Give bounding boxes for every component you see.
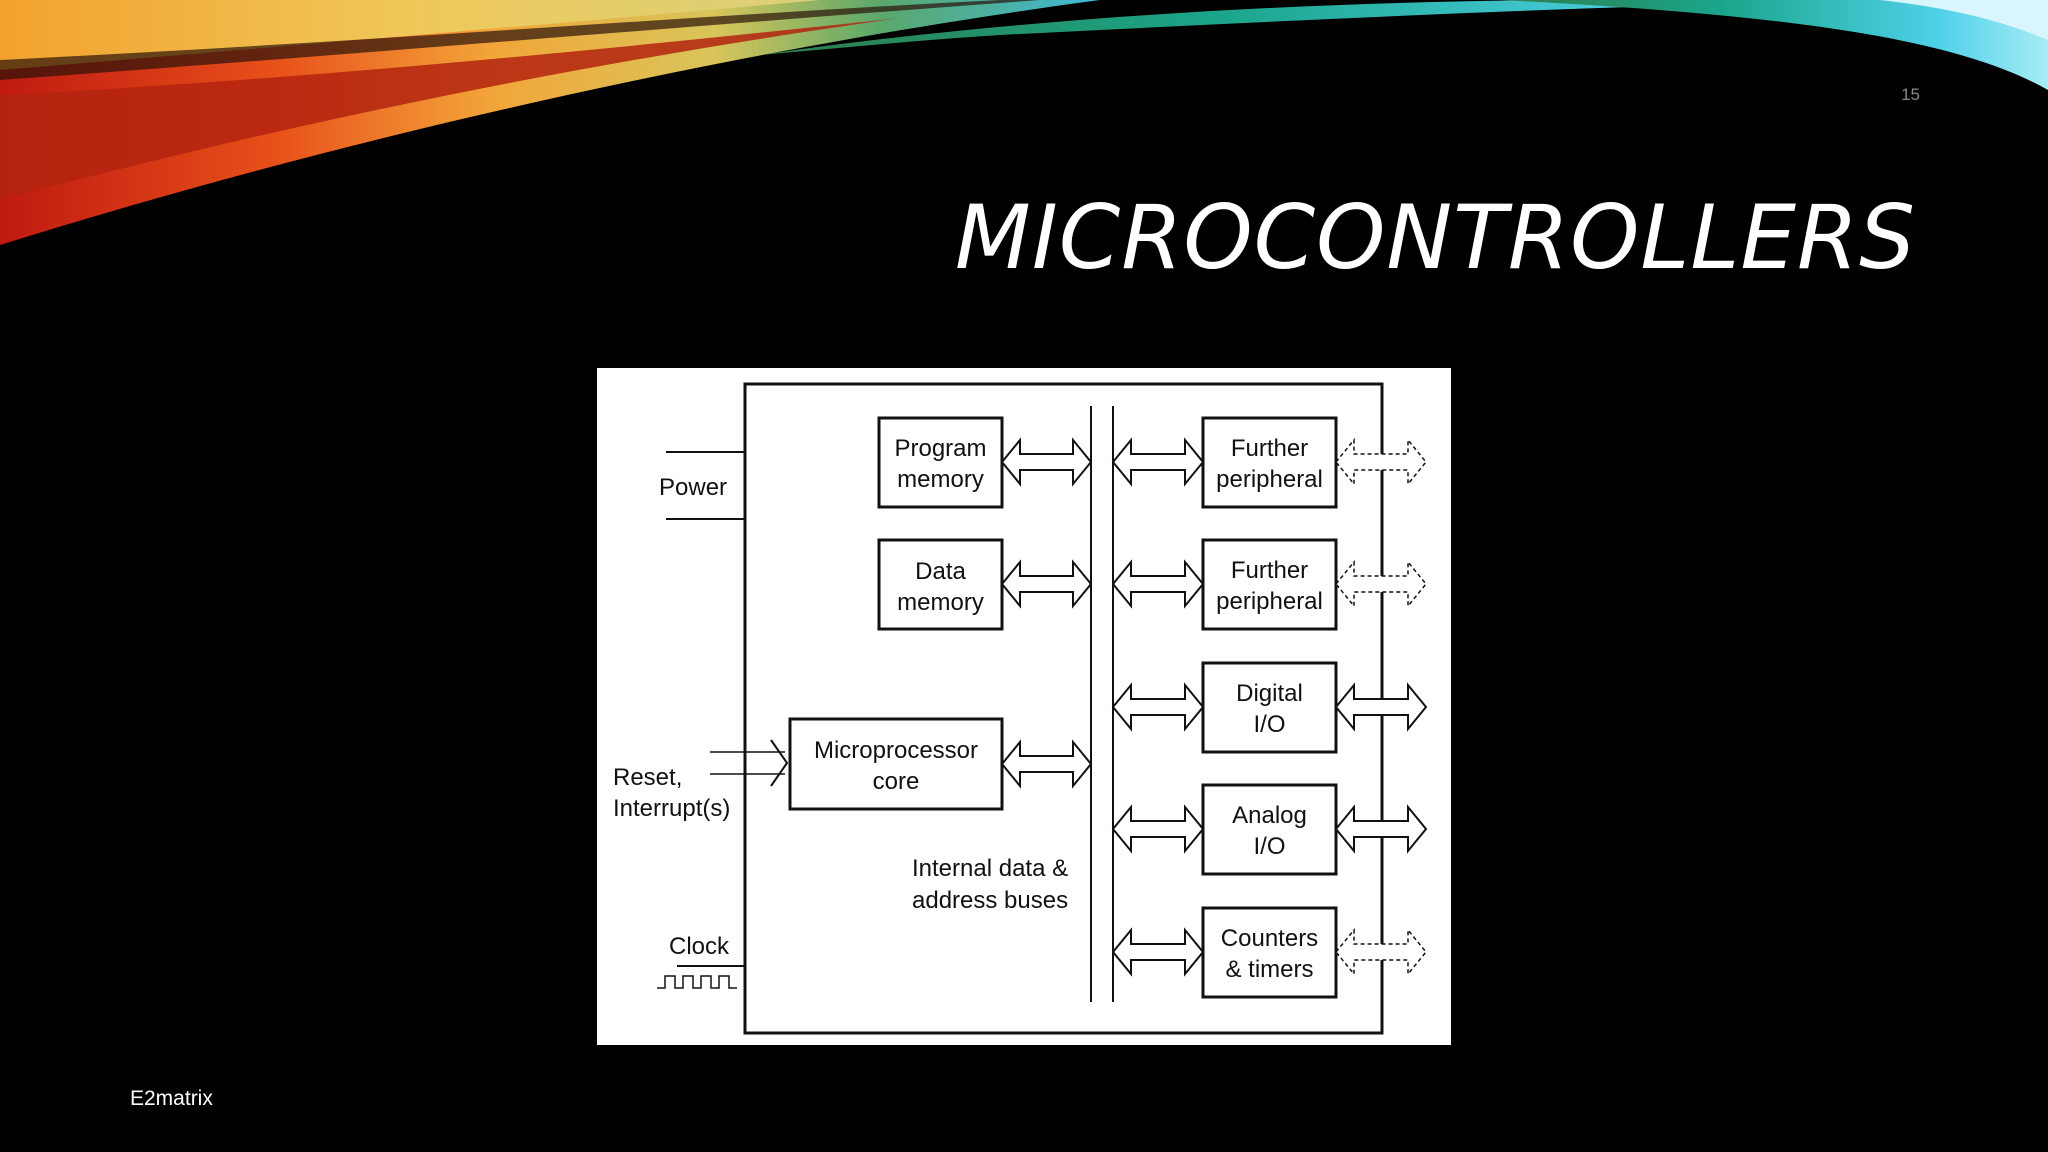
further-peripheral-1-bus-arrow: [1111, 437, 1205, 487]
digital-io-external-arrow: [1334, 682, 1428, 732]
microprocessor-core-block: Microprocessor core: [788, 717, 1004, 811]
analog-io-external-arrow: [1334, 804, 1428, 854]
counters-timers-label-line1: Counters: [1221, 925, 1318, 952]
clock-waveform-icon: [657, 975, 737, 989]
analog-io-label-line1: Analog: [1232, 802, 1307, 829]
counters-timers-box: [1201, 906, 1338, 999]
microcontroller-block-diagram: Power Reset, Interrupt(s) Clock Internal…: [597, 368, 1451, 1045]
further-peripheral-1-label-line2: peripheral: [1216, 466, 1323, 493]
further-peripheral-1-block: Further peripheral: [1201, 416, 1338, 509]
digital-io-bus-arrow: [1111, 682, 1205, 732]
microprocessor-core-label-line2: core: [873, 768, 920, 795]
data-memory-label-line2: memory: [897, 589, 984, 616]
peripheral-column: FurtherperipheralFurtherperipheralDigita…: [1111, 416, 1428, 999]
slide-number: 15: [1901, 85, 1920, 104]
analog-io-bus-arrow: [1111, 804, 1205, 854]
bus-label-line1: Internal data &: [912, 855, 1068, 882]
data-memory-block: Data memory: [877, 538, 1004, 631]
further-peripheral-2-label-line2: peripheral: [1216, 588, 1323, 615]
microprocessor-core-label-line1: Microprocessor: [814, 737, 978, 764]
footer-label: E2matrix: [130, 1087, 213, 1110]
further-peripheral-2-label-line1: Further: [1231, 557, 1308, 584]
digital-io-box: [1201, 661, 1338, 754]
further-peripheral-1-box: [1201, 416, 1338, 509]
further-peripheral-2-external-arrow: [1335, 559, 1427, 609]
counters-timers-bus-arrow: [1111, 927, 1205, 977]
interrupts-label: Interrupt(s): [613, 795, 730, 822]
reset-interrupt-arrowhead: [770, 739, 789, 787]
further-peripheral-1-external-arrow: [1335, 437, 1427, 487]
analog-io-box: [1201, 783, 1338, 876]
data-memory-bus-arrow: [1000, 559, 1093, 609]
microprocessor-core-bus-arrow: [1000, 739, 1093, 789]
program-memory-block: Program memory: [877, 416, 1004, 509]
further-peripheral-2-block: Further peripheral: [1201, 538, 1338, 631]
program-memory-label-line2: memory: [897, 466, 984, 493]
program-memory-bus-arrow: [1000, 437, 1093, 487]
reset-label: Reset,: [613, 764, 682, 791]
further-peripheral-2-bus-arrow: [1111, 559, 1205, 609]
program-memory-label-line1: Program: [894, 435, 986, 462]
counters-timers-block: Counters & timers: [1201, 906, 1338, 999]
counters-timers-external-arrow: [1335, 927, 1427, 977]
analog-io-label-line2: I/O: [1253, 833, 1285, 860]
counters-timers-label-line2: & timers: [1225, 956, 1313, 983]
data-memory-label-line1: Data: [915, 558, 966, 585]
bus-label-line2: address buses: [912, 887, 1068, 914]
digital-io-label-line2: I/O: [1253, 711, 1285, 738]
decorative-swoosh-banner: [0, 0, 2048, 245]
further-peripheral-1-label-line1: Further: [1231, 435, 1308, 462]
clock-label: Clock: [669, 933, 730, 960]
digital-io-label-line1: Digital: [1236, 680, 1303, 707]
slide-title: MICROCONTROLLERS: [954, 186, 1916, 289]
power-label: Power: [659, 474, 727, 501]
internal-bus-connector-arrows: [1000, 437, 1093, 789]
further-peripheral-2-box: [1201, 538, 1338, 631]
